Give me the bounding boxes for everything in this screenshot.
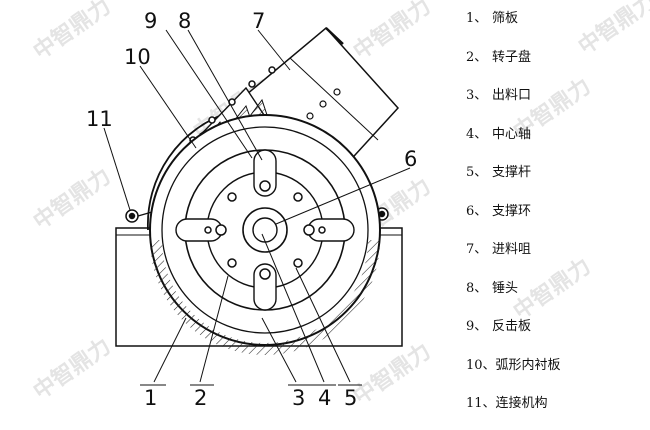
legend-label: 支撑杆 <box>492 165 532 180</box>
legend-label: 反击板 <box>492 319 532 334</box>
watermark: 中智鼎力 <box>29 163 116 235</box>
legend-item: 4、中心轴 <box>466 122 646 161</box>
legend-item: 6、支撑环 <box>466 199 646 238</box>
callout-3: 3 <box>292 386 305 410</box>
legend-number: 4、 <box>466 126 488 142</box>
legend-item: 5、支撑杆 <box>466 160 646 199</box>
legend-label: 支撑环 <box>492 203 532 219</box>
callout-5: 5 <box>344 386 357 410</box>
legend-label: 连接机构 <box>495 396 548 411</box>
legend-label: 中心轴 <box>492 126 532 142</box>
legend-item: 3、出料口 <box>466 83 646 122</box>
watermark: 中智鼎力 <box>349 338 436 410</box>
callout-10: 10 <box>124 45 151 69</box>
legend-label: 筛板 <box>492 11 519 26</box>
legend-item: 1、筛板 <box>466 6 646 45</box>
legend-label: 进料咀 <box>492 242 532 257</box>
legend-item: 8、锤头 <box>466 276 646 315</box>
legend-label: 转子盘 <box>492 49 532 65</box>
legend-number: 11、 <box>466 396 496 411</box>
legend-item: 9、反击板 <box>466 314 646 353</box>
callout-9: 9 <box>144 9 157 33</box>
legend-number: 5、 <box>466 165 488 180</box>
legend-number: 7、 <box>466 242 488 257</box>
legend-item: 10、弧形内衬板 <box>466 353 646 392</box>
watermark: 中智鼎力 <box>29 333 116 405</box>
legend-number: 9、 <box>466 319 488 334</box>
callout-2: 2 <box>194 386 207 410</box>
parts-legend: 1、筛板 2、转子盘 3、出料口 4、中心轴 5、支撑杆 6、支撑环 7、进料咀… <box>466 6 646 430</box>
callout-6: 6 <box>404 147 417 171</box>
legend-label: 锤头 <box>492 280 519 296</box>
callout-11: 11 <box>86 107 113 131</box>
legend-number: 3、 <box>466 88 488 103</box>
legend-number: 8、 <box>466 280 488 296</box>
callout-4: 4 <box>318 386 331 410</box>
legend-label: 弧形内衬板 <box>495 357 561 373</box>
legend-item: 2、转子盘 <box>466 45 646 84</box>
callout-8: 8 <box>178 9 191 33</box>
hammer-left <box>175 218 223 242</box>
legend-number: 10、 <box>466 357 496 373</box>
watermark: 中智鼎力 <box>349 0 436 65</box>
legend-number: 6、 <box>466 203 488 219</box>
legend-number: 1、 <box>466 11 488 26</box>
callout-7: 7 <box>252 9 265 33</box>
legend-label: 出料口 <box>492 88 532 103</box>
watermark: 中智鼎力 <box>29 0 116 65</box>
legend-item: 7、进料咀 <box>466 237 646 276</box>
legend-number: 2、 <box>466 49 488 65</box>
hammer-right <box>307 218 355 242</box>
legend-item: 11、连接机构 <box>466 391 646 430</box>
callout-1: 1 <box>144 386 157 410</box>
callout-labels: 9 8 7 10 11 6 1 2 3 4 5 <box>86 9 417 410</box>
